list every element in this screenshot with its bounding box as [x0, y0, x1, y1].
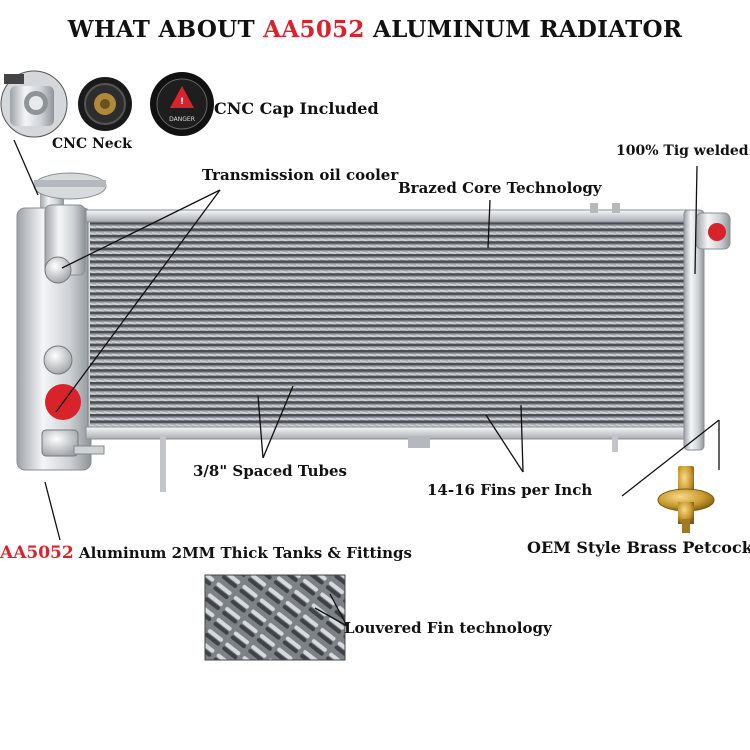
tanks-label-rest: Aluminum 2MM Thick Tanks & Fittings: [73, 544, 412, 562]
title-prefix: WHAT ABOUT: [67, 16, 264, 43]
tanks-label-highlight: AA5052: [0, 543, 74, 563]
page-title: WHAT ABOUT AA5052 ALUMINUM RADIATOR: [0, 16, 750, 43]
drain-tube: [73, 445, 105, 455]
bottom-bar: [85, 426, 691, 440]
louvered-fin-closeup-icon: [204, 574, 346, 661]
black-radiator-cap-icon: [78, 77, 132, 131]
fins-per-inch-label: 14-16 Fins per Inch: [427, 481, 593, 499]
right-red-cap: [708, 223, 726, 241]
danger-cnc-cap-icon: ! DANGER: [150, 72, 214, 136]
right-tank: [683, 209, 705, 451]
brazed-core-label: Brazed Core Technology: [398, 179, 602, 197]
cnc-neck-closeup-icon: [0, 70, 68, 138]
title-highlight: AA5052: [263, 16, 365, 43]
callout-lines: [13, 139, 720, 627]
cooler-fitting-mid: [43, 345, 73, 375]
svg-text:!: !: [180, 97, 184, 107]
louvered-fin-label: Louvered Fin technology: [344, 619, 552, 637]
brass-petcock-icon: [657, 466, 715, 533]
transmission-cooler-label: Transmission oil cooler: [202, 166, 399, 184]
filler-neck: [33, 172, 107, 210]
lower-fitting: [41, 429, 79, 457]
cap-warning-text: DANGER: [169, 116, 195, 123]
cooler-fitting-top: [44, 256, 72, 284]
petcock-label: OEM Style Brass Petcock: [527, 538, 750, 557]
tig-welded-label: 100% Tig welded: [616, 143, 749, 159]
cnc-neck-label: CNC Neck: [52, 136, 132, 152]
spaced-tubes-label: 3/8" Spaced Tubes: [193, 462, 347, 480]
title-suffix: ALUMINUM RADIATOR: [364, 16, 683, 43]
cnc-cap-label: CNC Cap Included: [214, 99, 379, 118]
radiator-core-tubes: [90, 222, 686, 427]
tanks-label: AA5052 Aluminum 2MM Thick Tanks & Fittin…: [0, 543, 412, 563]
